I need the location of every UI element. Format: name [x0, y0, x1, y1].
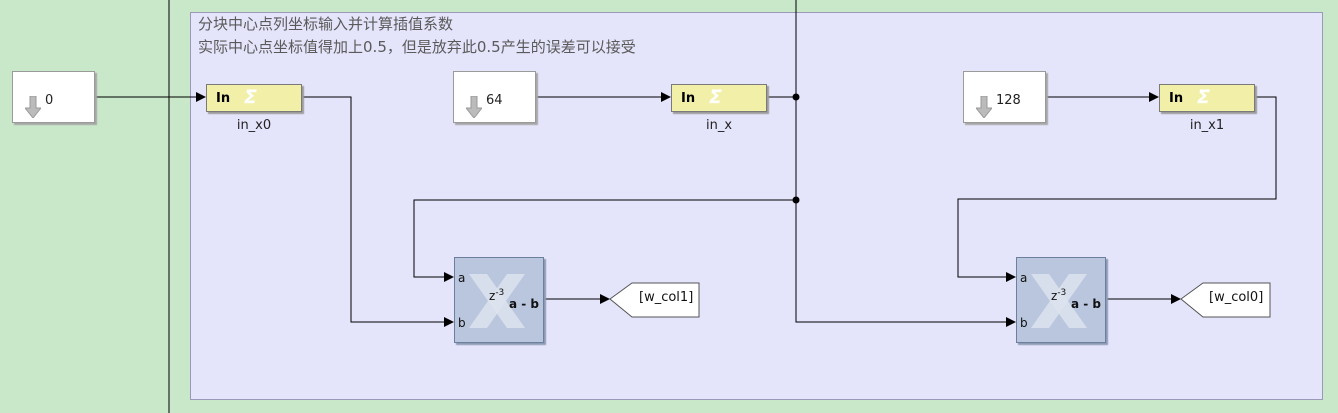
latency-exponent: -3 — [495, 288, 505, 298]
latency-label: z-3 — [489, 288, 504, 303]
gateway-in-block-in-x0[interactable]: In Σ — [206, 84, 302, 112]
in-tag: In — [1169, 91, 1184, 106]
wire-inx0-sub1b[interactable] — [302, 96, 454, 327]
gateway-in-block-in-x1[interactable]: In Σ — [1159, 84, 1255, 112]
constant-block-64[interactable]: 64 — [453, 71, 536, 123]
subtract-block-sub0[interactable]: a b z-3 a - b — [1016, 257, 1106, 343]
annotation-area — [190, 12, 1323, 400]
down-arrow-icon — [25, 96, 41, 118]
xilinx-logo-icon — [469, 274, 525, 328]
subtract-block-sub1[interactable]: a b z-3 a - b — [454, 257, 544, 343]
gateway-in-block-in-x[interactable]: In Σ — [671, 84, 767, 112]
junction-dot — [792, 93, 800, 101]
latency-base: z — [489, 289, 496, 303]
xilinx-sigma-icon: Σ — [1197, 86, 1210, 108]
wire-inx-sub1a[interactable] — [413, 199, 796, 282]
down-arrow-icon — [466, 96, 482, 118]
in-tag: In — [216, 91, 231, 106]
constant-value: 64 — [486, 93, 503, 108]
port-b-label: b — [1020, 316, 1028, 330]
goto-block-w-col1[interactable] — [609, 282, 700, 318]
block-label-in-x: in_x — [705, 118, 733, 133]
port-a-label: a — [458, 271, 466, 285]
in-tag: In — [681, 91, 696, 106]
latency-label: z-3 — [1051, 288, 1066, 303]
goto-block-w-col0[interactable] — [1180, 282, 1271, 318]
goto-tag-w-col1: [w_col1] — [639, 290, 694, 305]
wire-inx-sub0b[interactable] — [795, 97, 1016, 327]
xilinx-sigma-icon: Σ — [244, 86, 257, 108]
xilinx-logo-icon — [1031, 274, 1087, 328]
goto-tag-w-col0: [w_col0] — [1209, 290, 1264, 305]
constant-value: 0 — [45, 93, 54, 108]
xilinx-sigma-icon: Σ — [709, 86, 722, 108]
operation-label: a - b — [509, 297, 540, 311]
operation-label: a - b — [1071, 297, 1102, 311]
annotation-line-1: 分块中心点列坐标输入并计算插值系数 — [198, 15, 454, 33]
wire-inx1-sub0a[interactable] — [957, 96, 1277, 282]
junction-dot — [792, 196, 800, 204]
block-label-in-x0: in_x0 — [236, 118, 272, 133]
constant-block-128[interactable]: 128 — [963, 71, 1046, 123]
block-label-in-x1: in_x1 — [1189, 118, 1225, 133]
latency-base: z — [1051, 289, 1058, 303]
constant-value: 128 — [996, 93, 1021, 108]
down-arrow-icon — [976, 96, 992, 118]
constant-block-0[interactable]: 0 — [12, 71, 95, 123]
annotation-line-2: 实际中心点坐标值得加上0.5，但是放弃此0.5产生的误差可以接受 — [198, 38, 636, 56]
port-a-label: a — [1020, 271, 1028, 285]
latency-exponent: -3 — [1057, 288, 1067, 298]
port-b-label: b — [458, 316, 466, 330]
